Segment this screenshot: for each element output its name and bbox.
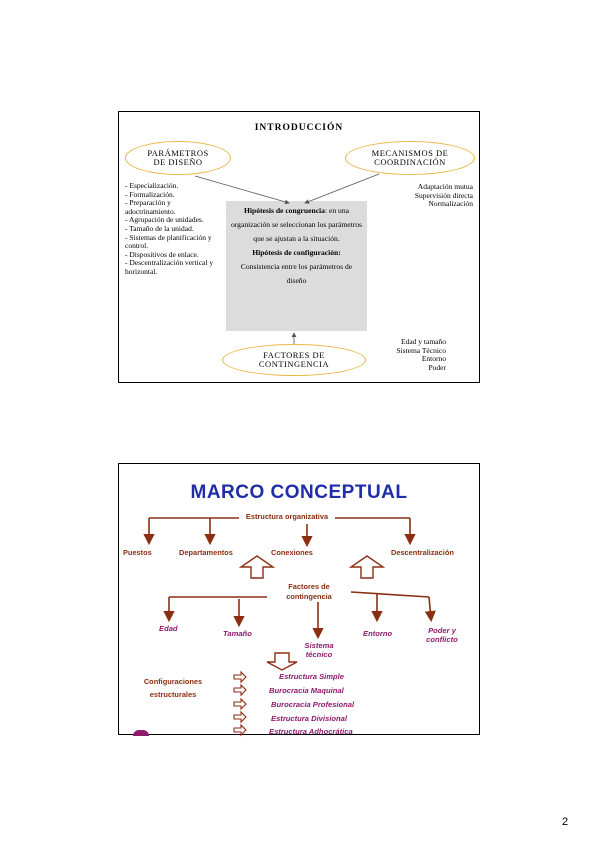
hyp-congruencia-title: Hipótesis de congruencia <box>243 206 325 215</box>
list-item: - Agrupación de unidades. <box>125 215 204 225</box>
list-item: Adaptación mutua <box>417 182 473 191</box>
hyp-configuracion-title: Hipótesis de configuración <box>252 248 339 257</box>
parametros-label: PARÁMETROS DE DISEÑO <box>147 148 209 167</box>
poder-label: Poder y conflicto <box>426 626 458 644</box>
hyp-configuracion-text: Consistencia entre los parámetros de dis… <box>240 262 353 285</box>
hypothesis-box: Hipótesis de congruencia: en una organiz… <box>226 201 367 331</box>
list-item: Entorno <box>421 354 446 364</box>
factores-ellipse: FACTORES DE CONTINGENCIA <box>222 344 366 376</box>
slide2-title: MARCO CONCEPTUAL <box>190 482 408 503</box>
list-item: - Formalización. <box>125 189 175 199</box>
parametros-ellipse: PARÁMETROS DE DISEÑO <box>125 141 231 175</box>
descentralizacion-label: Descentralización <box>391 548 454 557</box>
list-item: - Descentralización vertical y horizonta… <box>125 258 214 276</box>
config-item: Burocracia Profesional <box>271 700 355 709</box>
page-number: 2 <box>562 816 569 828</box>
mecanismos-ellipse: MECANISMOS DE COORDINACIÓN <box>345 141 475 175</box>
puestos-label: Puestos <box>123 548 152 557</box>
config-item: Estructura Simple <box>279 672 344 681</box>
slide-marco-conceptual: MARCO CONCEPTUAL Estructura organizativa… <box>118 463 480 737</box>
tamano-label: Tamaño <box>223 629 252 638</box>
factores-list: Edad y tamaño Sistema Técnico Entorno Po… <box>381 337 447 372</box>
edad-label: Edad <box>159 624 178 633</box>
hyp-congruencia-text: : en una organización se seleccionan los… <box>230 206 362 243</box>
sistema-tecnico-label: Sistema técnico <box>304 641 334 659</box>
list-item: Edad y tamaño <box>401 337 446 346</box>
config-item: Estructura Divisional <box>271 714 347 723</box>
config-item: Burocracia Maquinal <box>269 686 344 695</box>
mecanismos-label: MECANISMOS DE COORDINACIÓN <box>371 148 449 167</box>
list-item: - Especialización. <box>125 181 179 190</box>
hyp-configuracion: Hipótesis de configuración: <box>252 248 341 257</box>
slide1-arrows <box>194 173 380 344</box>
departamentos-label: Departamentos <box>179 548 233 557</box>
slide-introduccion: INTRODUCCIÓN PARÁMETROS DE DISEÑO MECANI… <box>118 111 480 383</box>
mecanismos-list: Adaptación mutua Supervisión directa Nor… <box>363 182 473 209</box>
factores-label: FACTORES DE CONTINGENCIA <box>258 350 330 369</box>
list-item: - Dispositivos de enlace. <box>125 249 199 259</box>
list-item: Supervisión directa <box>414 190 473 200</box>
list-item: - Sistemas de planificación y control. <box>125 232 212 251</box>
list-item: Poder <box>428 362 447 372</box>
list-item: Normalización <box>428 199 473 209</box>
list-item: - Preparación y adoctrinamiento. <box>125 198 176 216</box>
config-item: Estructura Adhocrática <box>269 727 353 736</box>
entorno-label: Entorno <box>363 629 393 638</box>
slide1-title: INTRODUCCIÓN <box>254 123 344 133</box>
conexiones-label: Conexiones <box>271 548 313 557</box>
estructura-label: Estructura organizativa <box>245 512 329 521</box>
list-item: Sistema Técnico <box>396 345 446 355</box>
configuraciones-label: Configuraciones estructurales <box>143 677 203 699</box>
decorative-logo-icon <box>133 730 149 736</box>
slide2-diagram-lines <box>143 517 436 737</box>
hyp-congruencia: Hipótesis de congruencia: en una organiz… <box>226 204 367 246</box>
factores-label: Factores de contingencia <box>286 582 332 601</box>
list-item: - Tamaño de la unidad. <box>125 223 194 233</box>
parametros-list: - Especialización. - Formalización. - Pr… <box>125 181 220 277</box>
